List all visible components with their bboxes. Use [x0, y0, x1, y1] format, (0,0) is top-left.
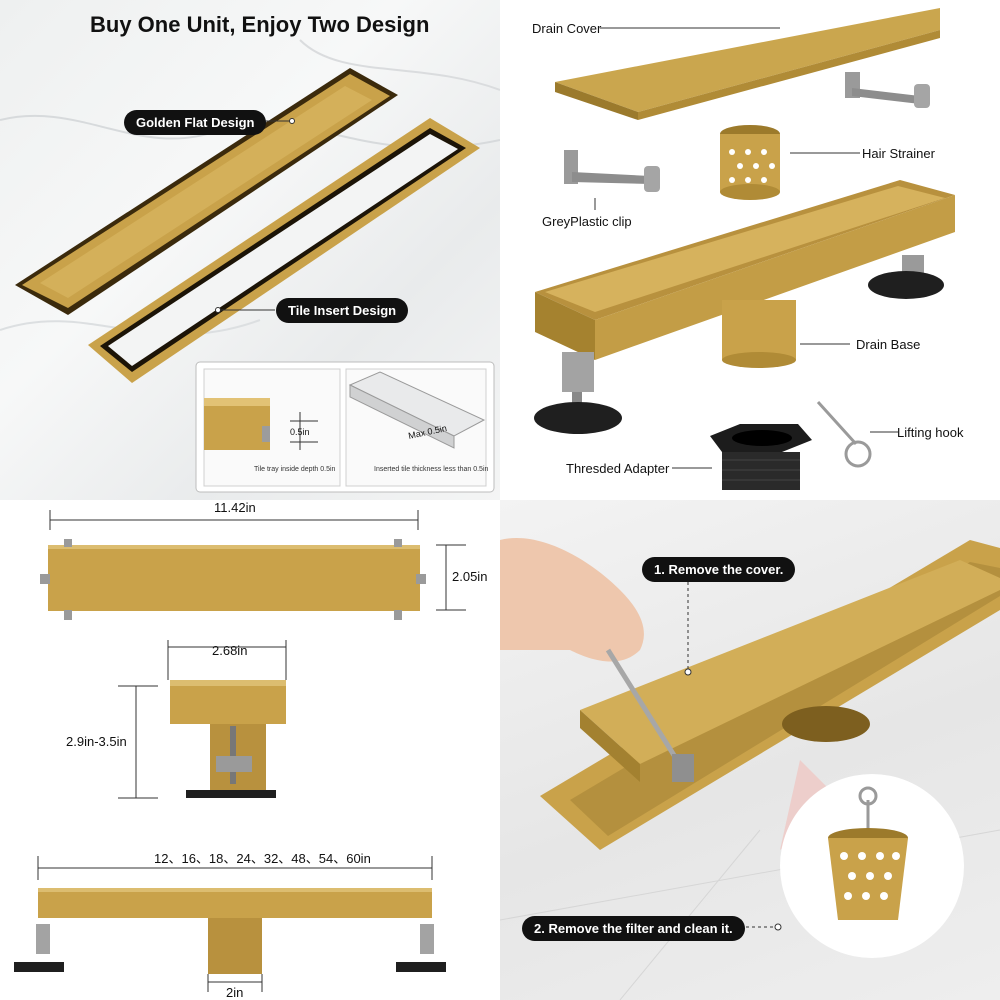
plastic-clip-top [845, 72, 930, 108]
components-illustration [534, 8, 955, 490]
hand [500, 538, 644, 662]
dim-base-width: 2.68in [212, 643, 248, 658]
panel-dimensions: 11.42in 2.05in 2.68in 2.9in-3.5in 12、16、… [0, 500, 500, 1000]
label-threaded-adapter: Thresded Adapter [566, 461, 670, 476]
long-view-drain [14, 888, 446, 974]
golden-flat-drain [15, 68, 398, 315]
panel-two-designs: Buy One Unit, Enjoy Two Design Golden Fl… [0, 0, 500, 500]
lifted-cover [580, 560, 1000, 782]
lifting-hook-graphic [816, 400, 872, 468]
two-designs-illustration [0, 39, 500, 493]
plastic-clip-left [564, 150, 660, 192]
label-tile-insert: Tile Insert Design [276, 298, 409, 323]
dim-lengths: 12、16、18、24、32、48、54、60in [154, 851, 371, 866]
hair-strainer-closeup [828, 786, 908, 920]
depth-value: 0.5in [290, 427, 310, 437]
label-drain-cover: Drain Cover [532, 21, 602, 36]
label-golden-flat: Golden Flat Design [124, 110, 267, 135]
leveling-foot-left [534, 352, 622, 434]
panel-cleaning-steps: 1. Remove the cover. 2. Remove the filte… [500, 500, 1000, 1000]
dim-outlet: 2in [226, 985, 244, 1000]
label-lifting-hook: Lifting hook [897, 425, 964, 440]
max-thickness-caption: Inserted tile thickness less than 0.5in [374, 466, 489, 473]
leveling-foot-right [868, 255, 944, 299]
step-2-label: 2. Remove the filter and clean it. [522, 916, 745, 941]
front-view-drain [40, 539, 426, 620]
dimensions-illustration [14, 510, 466, 992]
threaded-adapter [710, 424, 812, 490]
depth-caption: Tile tray inside depth 0.5in [254, 466, 336, 473]
label-hair-strainer: Hair Strainer [862, 146, 935, 161]
cleaning-illustration [500, 538, 1000, 1000]
step-1-label: 1. Remove the cover. [642, 557, 796, 582]
hair-strainer [720, 125, 780, 200]
drain-base [535, 180, 955, 368]
panel-components: Drain Cover Hair Strainer GreyPlastic cl… [500, 0, 1000, 500]
dim-height: 2.05in [452, 569, 488, 584]
side-view-drain [170, 680, 286, 798]
panel-title: Buy One Unit, Enjoy Two Design [90, 12, 430, 37]
dim-adjust-height: 2.9in-3.5in [66, 734, 127, 749]
tile-insert-drain [88, 118, 480, 383]
drain-cover [555, 8, 940, 120]
lifting-hook-in-use [605, 648, 694, 782]
label-drain-base: Drain Base [856, 337, 921, 352]
label-grey-clip: GreyPlastic clip [542, 214, 632, 229]
dim-width: 11.42in [214, 500, 256, 515]
